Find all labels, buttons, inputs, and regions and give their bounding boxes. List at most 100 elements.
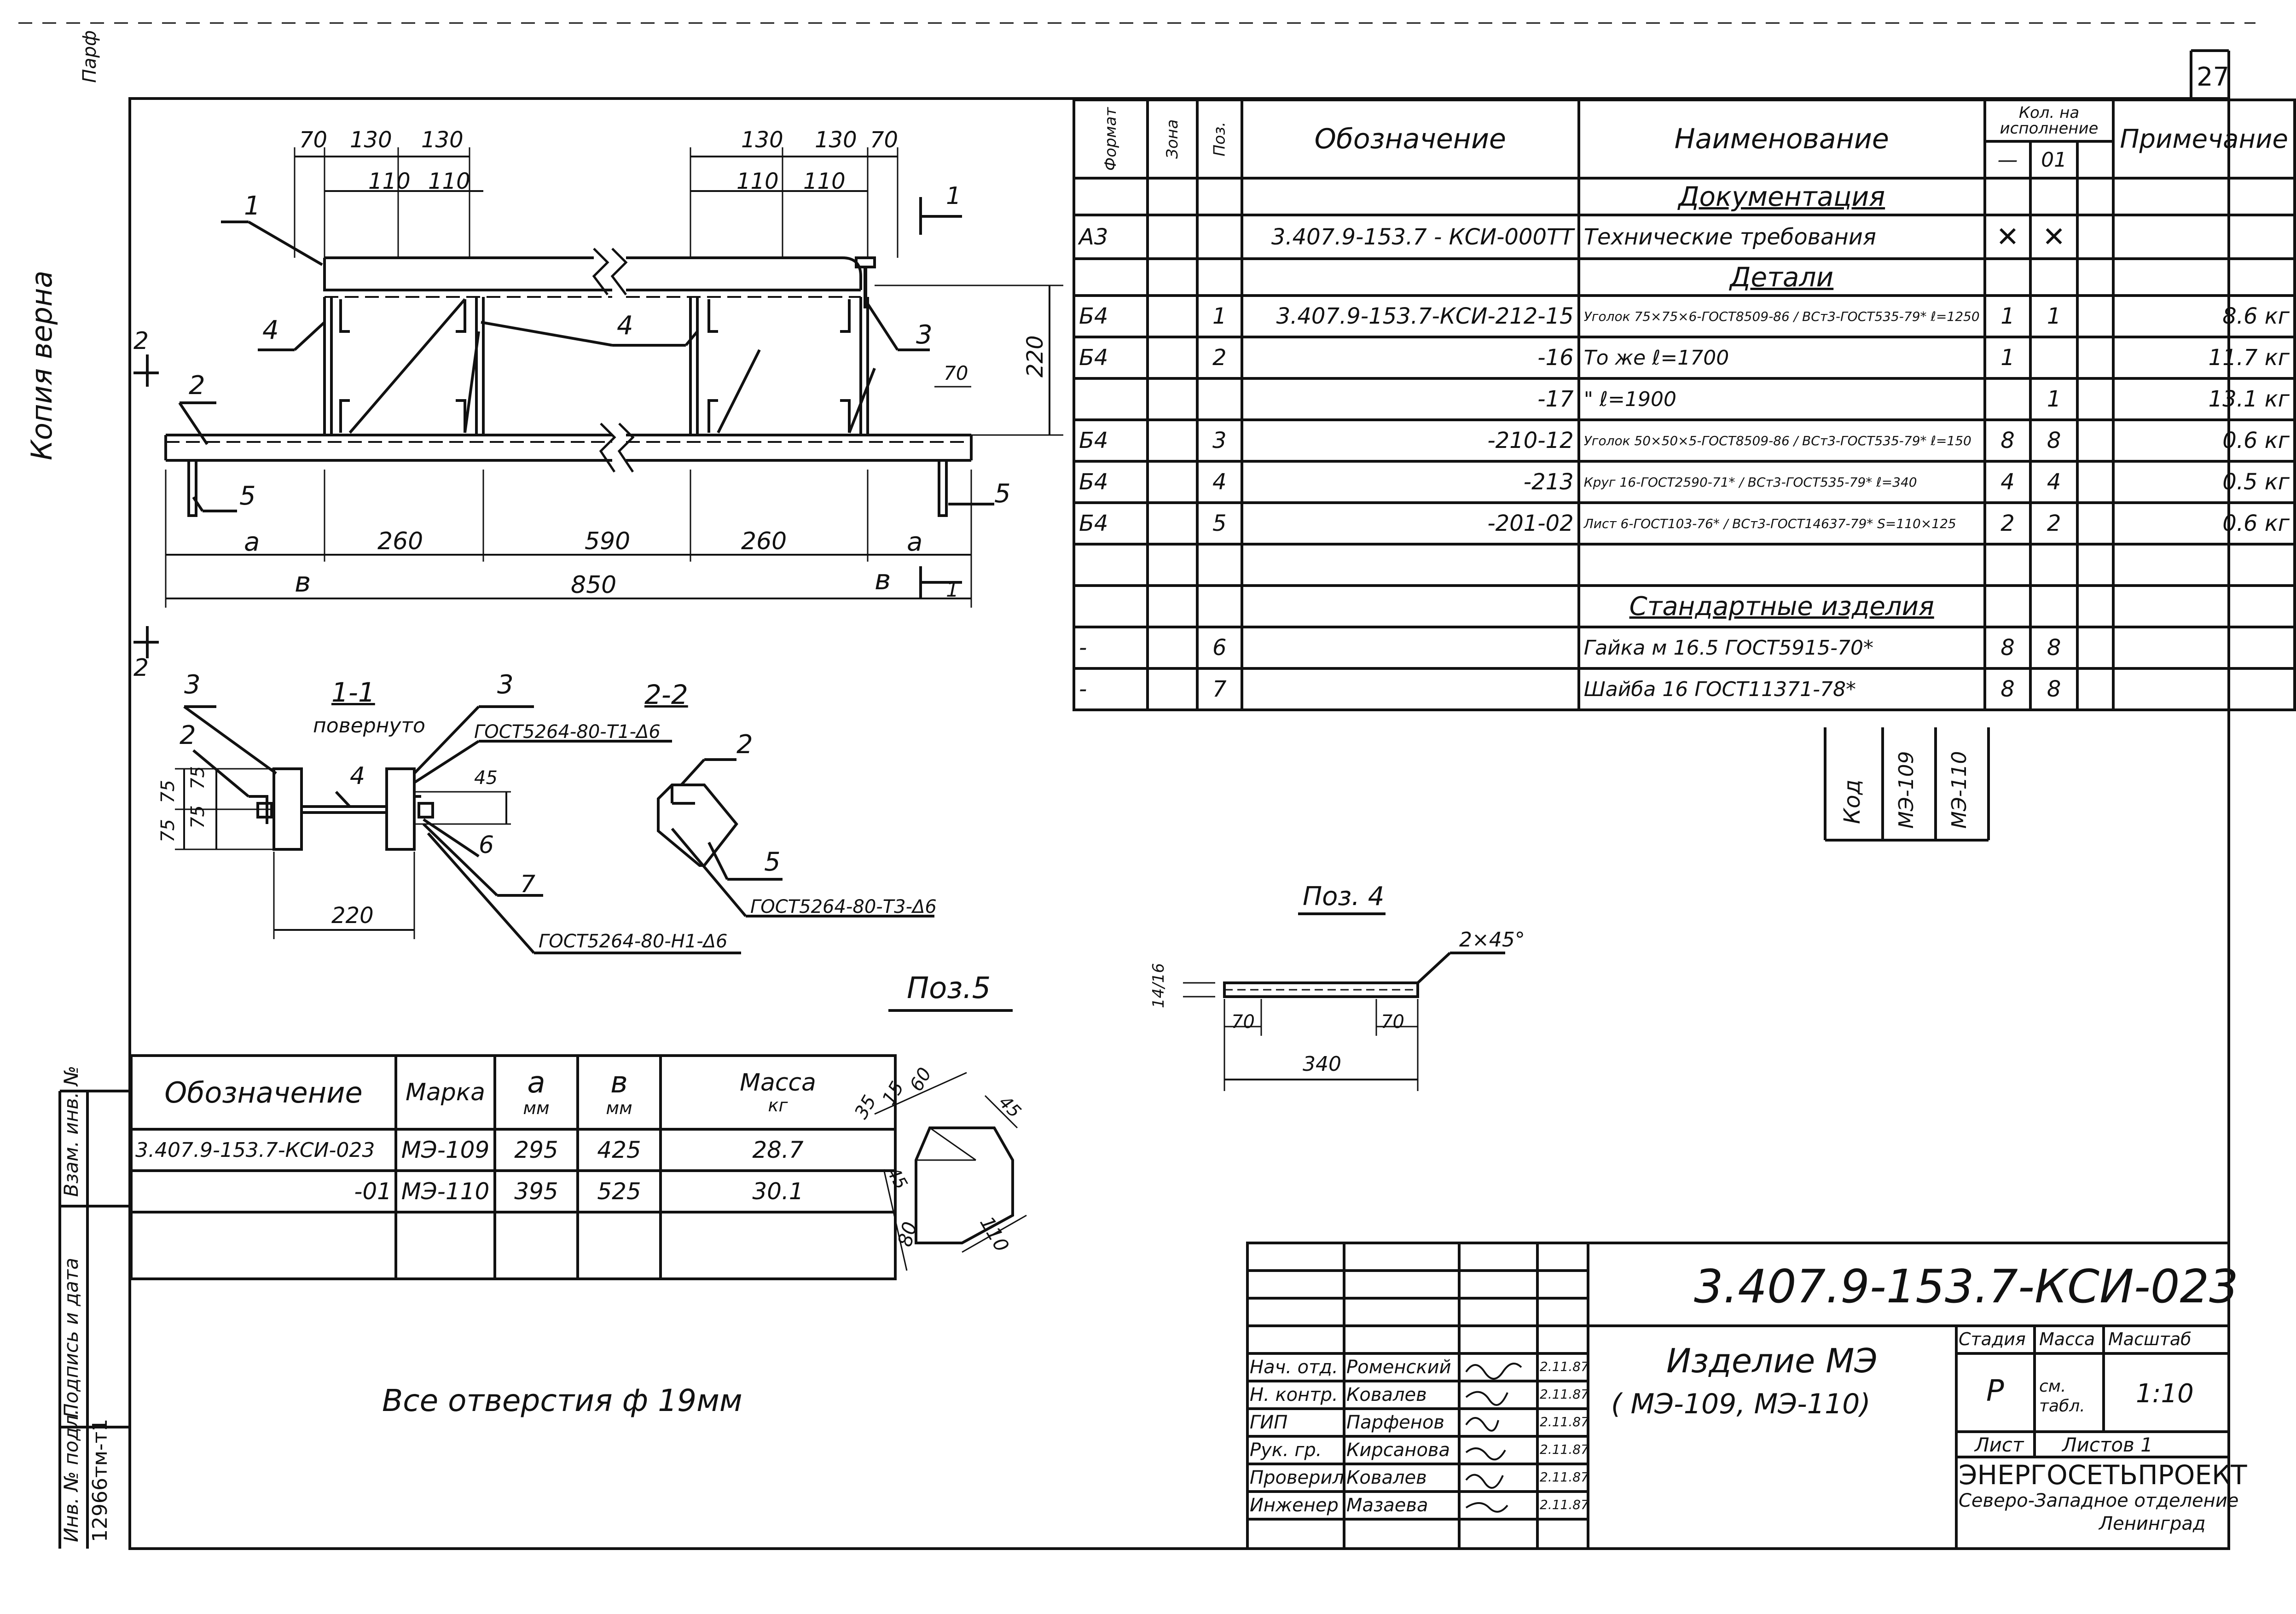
tb-date-4: 2.11.87 xyxy=(1540,1469,1589,1485)
title-product: Изделие МЭ xyxy=(1666,1341,1878,1380)
tb-name-4: Ковалев xyxy=(1346,1467,1427,1488)
section-mark-2-top: 2 xyxy=(133,327,149,355)
pos4-dim-340: 340 xyxy=(1303,1052,1341,1076)
table-row: Б4 5 -201-02 Лист 6-ГОСТ103-76* / ВСт3-Г… xyxy=(1073,501,2296,546)
sec1-label-4: 4 xyxy=(350,762,365,790)
dim-70-right: 70 xyxy=(944,362,968,384)
col-pos: Поз. xyxy=(1195,99,1243,180)
col-variant-01: 01 xyxy=(2029,140,2079,180)
holes-note: Все отверстия ф 19мм xyxy=(382,1383,742,1418)
sec1-gost-bottom: ГОСТ5264-80-Н1-Δ6 xyxy=(539,931,728,952)
dim-top-r-110b: 110 xyxy=(803,168,846,194)
table-row: - 6 Гайка м 16.5 ГОСТ5915-70* 8 8 xyxy=(1073,626,2296,670)
sec1-gost-top: ГОСТ5264-80-Т1-Δ6 xyxy=(474,721,661,743)
sec1-dim-75c: 75 xyxy=(157,819,179,842)
dim-top-130a: 130 xyxy=(350,127,392,153)
marks-col-designation: Обозначение xyxy=(130,1054,397,1131)
col-variant-base: — xyxy=(1983,140,2032,180)
callout-4a: 4 xyxy=(262,315,279,345)
strip-inv-replace: Взам. инв. № xyxy=(60,1065,82,1197)
tb-name-3: Кирсанова xyxy=(1346,1440,1450,1461)
tb-role-1: Н. контр. xyxy=(1250,1384,1338,1405)
dim-850: 850 xyxy=(571,571,617,599)
copy-stamp: Копия верна xyxy=(25,270,58,460)
pos4-dim-1416: 14/16 xyxy=(1149,963,1168,1008)
table-row: -01 МЭ-110 395 525 30.1 xyxy=(130,1169,897,1213)
title-org-sub: Северо-Западное отделение xyxy=(1959,1490,2239,1511)
dim-bottom-260a: 260 xyxy=(377,528,423,555)
title-scale: 1:10 xyxy=(2136,1379,2194,1409)
section-2-title: 2-2 xyxy=(644,679,688,710)
section-heading: Детали xyxy=(1577,257,1986,297)
dim-top-r-130a: 130 xyxy=(741,127,783,153)
strip-inv-value: 12966тм-т1 xyxy=(88,1418,112,1542)
dim-bottom-260b: 260 xyxy=(741,528,787,555)
sec1-dim-220: 220 xyxy=(331,903,374,929)
sheet-number: 27 xyxy=(2197,62,2230,92)
table-row: 3.407.9-153.7-КСИ-023 МЭ-109 295 425 28.… xyxy=(130,1128,897,1172)
table-row: - 7 Шайба 16 ГОСТ11371-78* 8 8 xyxy=(1073,667,2296,711)
title-org-city: Ленинград xyxy=(2099,1513,2206,1534)
strip-sign-date: Подпись и дата xyxy=(60,1258,82,1418)
sec1-label-7: 7 xyxy=(520,871,536,898)
title-product-sub: ( МЭ-109, МЭ-110) xyxy=(1611,1388,1871,1420)
section-mark-2-bottom: 2 xyxy=(133,654,149,682)
dim-top-r-70: 70 xyxy=(870,127,899,153)
col-designation: Обозначение xyxy=(1240,99,1580,180)
pos4-chamfer: 2×45° xyxy=(1459,928,1525,952)
dim-top-130b: 130 xyxy=(421,127,464,153)
title-stage-label: Стадия xyxy=(1959,1329,2026,1349)
tb-role-3: Рук. гр. xyxy=(1250,1440,1322,1461)
sec1-label-3b: 3 xyxy=(497,670,514,700)
table-row: Б4 3 -210-12 Уголок 50×50×5-ГОСТ8509-86 … xyxy=(1073,418,2296,463)
specification-table: Формат Зона Поз. Обозначение Наименовани… xyxy=(1073,99,2296,711)
tb-name-0: Роменский xyxy=(1346,1357,1451,1378)
callout-3: 3 xyxy=(916,320,933,350)
dim-top-r-130b: 130 xyxy=(815,127,857,153)
tb-role-0: Нач. отд. xyxy=(1250,1357,1338,1378)
dim-b-left: в xyxy=(295,566,311,598)
tb-name-2: Парфенов xyxy=(1346,1412,1444,1433)
col-format: Формат xyxy=(1073,99,1149,180)
dim-top-110a: 110 xyxy=(368,168,411,194)
tb-date-1: 2.11.87 xyxy=(1540,1387,1589,1402)
tb-date-0: 2.11.87 xyxy=(1540,1359,1589,1374)
dim-top-110b: 110 xyxy=(428,168,470,194)
col-variant-empty xyxy=(2076,140,2115,180)
code-value-110: МЭ-110 xyxy=(1948,751,1971,829)
section-mark-1-bottom: 1 xyxy=(946,578,959,602)
title-stage: Р xyxy=(1986,1374,2004,1408)
title-mass-label: Масса xyxy=(2039,1329,2095,1349)
tb-date-5: 2.11.87 xyxy=(1540,1497,1589,1512)
col-name: Наименование xyxy=(1577,99,1986,180)
marks-col-mark: Марка xyxy=(394,1054,496,1131)
tb-name-5: Мазаева xyxy=(1346,1495,1428,1516)
callout-4b: 4 xyxy=(617,311,633,341)
dim-b-right: в xyxy=(875,564,891,596)
table-row: -17 " ℓ=1900 1 13.1 кг xyxy=(1073,377,2296,421)
dim-bottom-590: 590 xyxy=(585,528,631,555)
title-mass-value: см. табл. xyxy=(2039,1377,2085,1416)
section-heading: Документация xyxy=(1577,177,1986,216)
callout-2: 2 xyxy=(189,371,205,401)
tb-role-4: Проверил xyxy=(1250,1467,1345,1488)
tb-role-5: Инженер xyxy=(1250,1495,1339,1516)
sec1-dim-75d: 75 xyxy=(157,780,179,803)
tb-date-3: 2.11.87 xyxy=(1540,1442,1589,1457)
title-sheet-label: Лист xyxy=(1975,1434,2024,1456)
sec2-label-2: 2 xyxy=(736,730,753,760)
dim-bottom-a-right: а xyxy=(907,527,923,557)
section-1-title: 1-1 xyxy=(331,677,375,708)
pos4-title: Поз. 4 xyxy=(1303,882,1385,912)
dim-bottom-a-left: а xyxy=(244,527,260,557)
pos4-dim-70b: 70 xyxy=(1381,1011,1404,1033)
strip-inv-orig: Инв. № подл. xyxy=(60,1409,82,1542)
section-heading: Стандартные изделия xyxy=(1577,584,1986,628)
title-scale-label: Масштаб xyxy=(2108,1329,2192,1349)
col-note: Примечание xyxy=(2112,99,2296,180)
sec1-dim-45: 45 xyxy=(474,767,498,789)
